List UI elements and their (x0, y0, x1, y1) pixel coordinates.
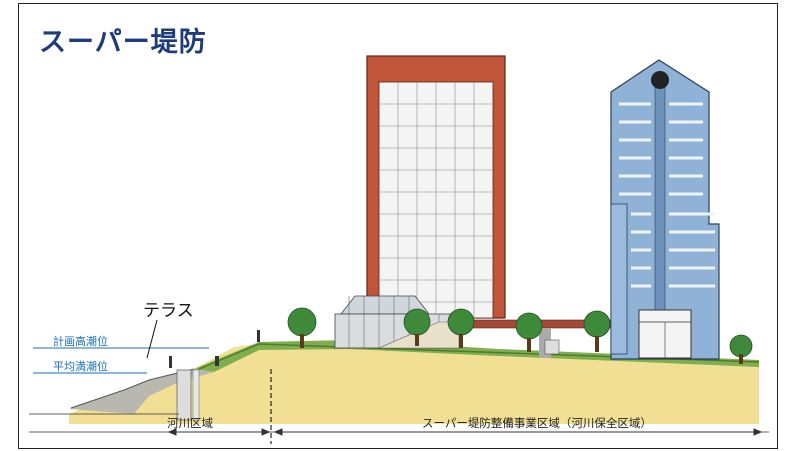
river-area-label: 河川区域 (167, 416, 213, 430)
mean-high-water-label: 平均満潮位 (53, 360, 108, 373)
terrace-leader (146, 319, 158, 359)
super-levee-area-arrow (273, 428, 763, 436)
super-levee-area-label: スーパー堤防整備事業区域（河川保全区域） (422, 416, 652, 430)
terrace-pier (176, 369, 192, 421)
blue-tower (610, 59, 720, 360)
levee-illustration (29, 55, 769, 444)
podium-building (334, 295, 640, 358)
clock-icon (651, 71, 669, 89)
office-tower (366, 55, 506, 319)
trees (287, 307, 753, 364)
ground-fill (69, 344, 759, 424)
people (169, 330, 260, 368)
diagram-frame: スーパー堤防 テラス 計画高潮位 平均満潮位 河川区域 スーパー堤防整備事業区域… (18, 3, 778, 449)
page-title: スーパー堤防 (39, 27, 207, 58)
river-area-arrow (167, 428, 271, 436)
terrace-label: テラス (143, 301, 194, 321)
planned-high-tide-label: 計画高潮位 (53, 335, 108, 348)
